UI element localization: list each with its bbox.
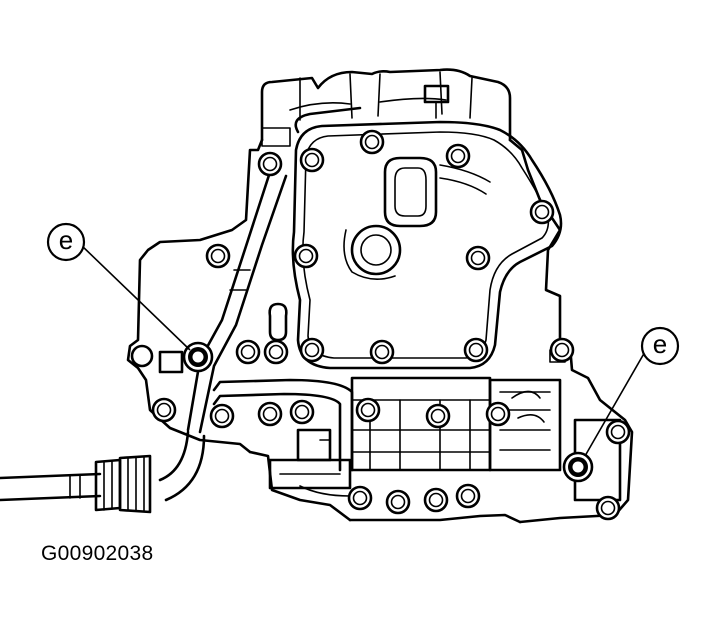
bolt [369, 339, 395, 365]
callout-left-circle [46, 222, 86, 262]
bolt [445, 143, 471, 169]
bolt [299, 147, 325, 173]
highlighted-bolts [182, 341, 594, 483]
callout-right-circle [640, 326, 680, 366]
bolt [299, 337, 325, 363]
pipes [186, 106, 362, 472]
bolt [529, 199, 555, 225]
bolt [359, 129, 385, 155]
bolt [355, 397, 381, 423]
bolt [289, 399, 315, 425]
callout-right-label: e [653, 329, 667, 359]
figure-code: G00902038 [41, 542, 154, 565]
upper-housings [260, 68, 512, 142]
bolt [485, 401, 511, 427]
bolts [151, 129, 631, 521]
gasket-plate [291, 120, 563, 370]
small-hardware [130, 302, 566, 497]
bolt [423, 487, 449, 513]
highlighted-bolt-left [182, 341, 214, 373]
callout-left-label: e [59, 225, 73, 255]
bolt [425, 403, 451, 429]
highlighted-bolt-right [562, 451, 594, 483]
callout-left: e [46, 222, 191, 351]
bolt [205, 243, 231, 269]
bolt [455, 483, 481, 509]
bolt [549, 337, 575, 363]
right-valve-block [488, 378, 622, 502]
bolt [605, 419, 631, 445]
bolt [595, 495, 621, 521]
main-casting [126, 138, 634, 524]
bolt [257, 151, 283, 177]
bolt [151, 397, 177, 423]
bolt [209, 403, 235, 429]
bolt [463, 337, 489, 363]
bolt [235, 339, 261, 365]
bolt [385, 489, 411, 515]
wire-harness [0, 430, 206, 514]
bolt [293, 243, 319, 269]
bolt [465, 245, 491, 271]
bolt [347, 485, 373, 511]
bolt [257, 401, 283, 427]
bolt [263, 339, 289, 365]
callout-right: e [584, 326, 680, 457]
